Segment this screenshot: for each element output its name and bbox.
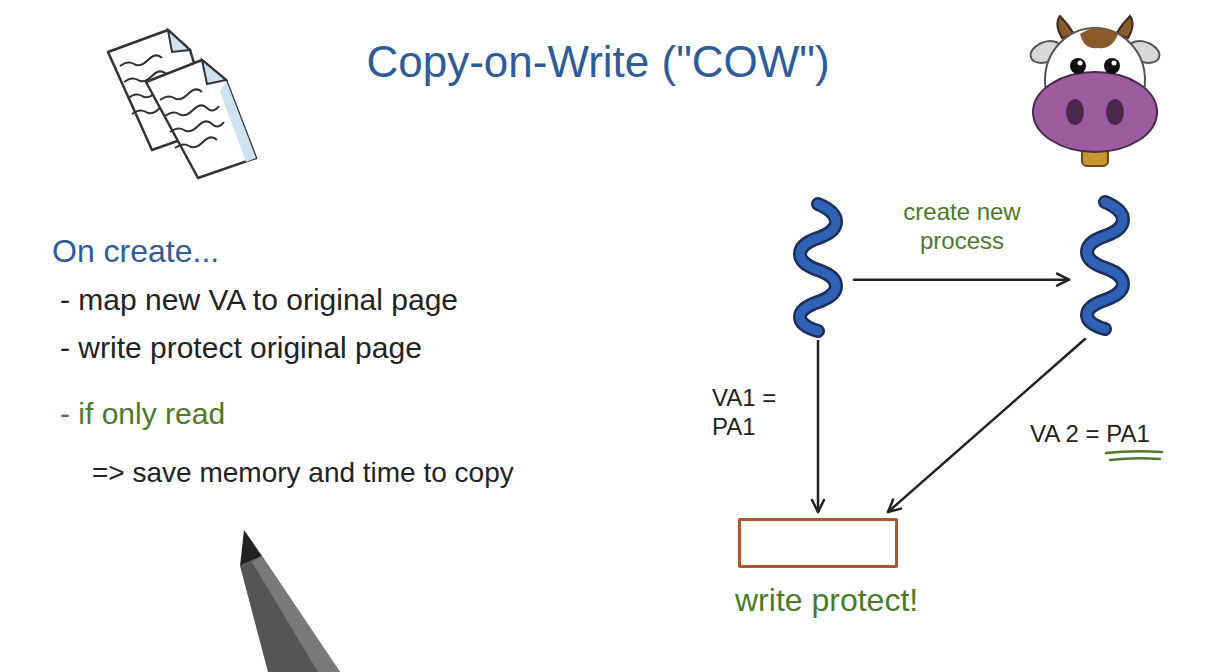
edge-label-holder: VA 2 = PA1 [1030,420,1150,449]
squiggle-fill [800,204,836,331]
label-holder: On create... [52,232,219,270]
paper-lines [160,89,224,148]
paper-fold [168,30,190,52]
underline-stroke [1110,458,1160,460]
note-text: - write protect original page [60,330,422,366]
label-holder: => save memory and time to copy [92,456,514,490]
squiggle-outline [1087,202,1123,329]
edge-label-holder: create new process [872,198,1052,256]
cow-nostril [1106,99,1124,125]
label-holder: - map new VA to original page [60,282,458,318]
process-thread [788,200,848,335]
edge-label: create new process [872,198,1052,256]
memory-page: write protect! [738,518,898,568]
note-text: On create... [52,232,219,270]
edge-label: VA1 = PA1 [712,384,794,442]
arrow-connector [854,278,1069,281]
cow-eye [1104,58,1120,74]
cow-eye-shine [1112,61,1117,66]
cow-icon [1028,16,1163,166]
paper-fold [202,60,226,84]
paper-sheet [146,60,256,178]
paper-shade [220,80,256,162]
note-text: - map new VA to original page [60,282,458,318]
cow-nostril [1066,99,1084,125]
pen-body [240,556,340,672]
squiggle-fill [1087,202,1123,329]
edge-label-holder: VA1 = PA1 [712,384,794,442]
node-text-holder: write protect! [735,581,918,619]
thread-squiggle [788,200,848,335]
title-holder: Copy-on-Write ("COW") [0,36,1216,89]
title: Copy-on-Write ("COW") [366,36,829,89]
note-text: - if only read [60,396,225,432]
double-underline [1106,451,1162,460]
cow-eye-shine [1078,61,1083,66]
page-note: write protect! [735,581,918,619]
underline-stroke [1106,451,1162,453]
label-holder: - if only read [60,396,225,432]
process-thread [1075,198,1135,333]
cow-spot [1080,28,1118,48]
arrow-connector [817,341,820,512]
squiggle-outline [800,204,836,331]
note-text: => save memory and time to copy [92,456,514,490]
documents-icon [108,30,256,178]
label-holder: - write protect original page [60,330,422,366]
pen-icon [240,530,340,672]
edge-label: VA 2 = PA1 [1030,420,1150,449]
pen-highlight [252,556,340,672]
thread-squiggle [1075,198,1135,333]
cow-eye [1070,58,1086,74]
cow-muzzle [1033,72,1157,152]
